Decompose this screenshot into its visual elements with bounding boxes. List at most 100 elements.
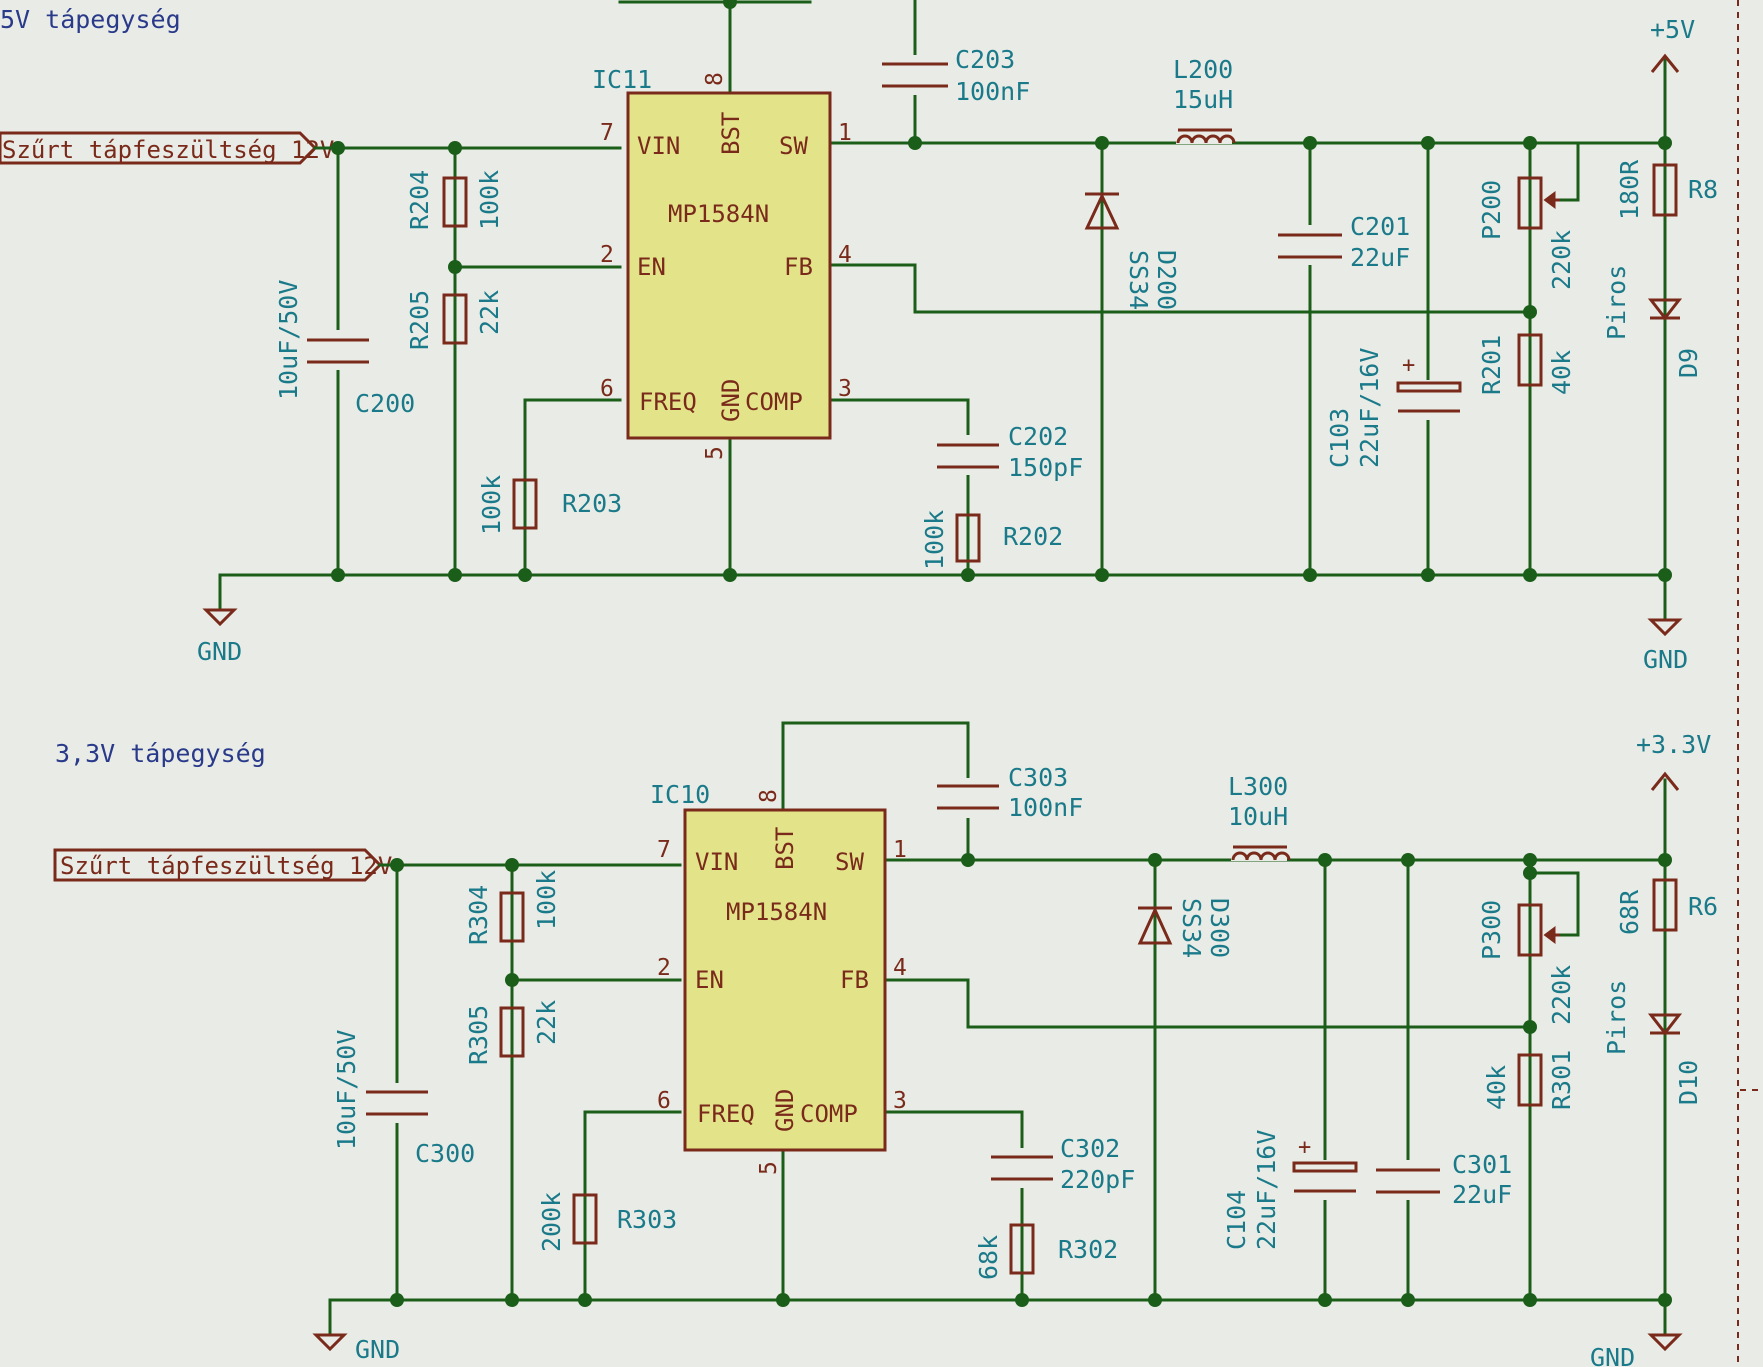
potentiometer-p200[interactable]: P200 220k bbox=[1477, 176, 1576, 290]
inductor-l300[interactable]: L300 10uH bbox=[1228, 772, 1291, 861]
svg-text:7: 7 bbox=[657, 837, 671, 863]
gnd-symbol-left[interactable]: GND bbox=[197, 608, 242, 666]
svg-text:22uF: 22uF bbox=[1350, 243, 1410, 272]
section-5v: 5V tápegység Szűrt_tápfeszültség_12V bbox=[0, 0, 1718, 674]
gnd-symbol-left[interactable]: GND bbox=[312, 1333, 400, 1364]
svg-text:220k: 220k bbox=[1547, 965, 1576, 1025]
svg-text:EN: EN bbox=[695, 966, 724, 994]
svg-text:GND: GND bbox=[771, 1089, 799, 1132]
svg-text:68R: 68R bbox=[1615, 889, 1644, 935]
svg-text:+5V: +5V bbox=[1650, 15, 1695, 44]
svg-text:4: 4 bbox=[893, 955, 907, 981]
power-symbol-3v3[interactable]: +3.3V bbox=[1636, 730, 1711, 791]
svg-text:8: 8 bbox=[702, 72, 728, 86]
svg-text:D9: D9 bbox=[1674, 348, 1703, 378]
svg-text:4: 4 bbox=[838, 242, 852, 268]
capacitor-c301[interactable]: C301 22uF bbox=[1374, 1150, 1512, 1209]
sheet-border bbox=[1737, 0, 1763, 1367]
svg-text:R204: R204 bbox=[405, 170, 434, 230]
svg-text:10uF/50V: 10uF/50V bbox=[274, 280, 303, 400]
svg-text:R203: R203 bbox=[562, 489, 622, 518]
svg-text:SW: SW bbox=[835, 848, 864, 876]
input-net-label[interactable]: Szűrt_tápfeszültség_12V bbox=[0, 131, 334, 165]
diode-d200[interactable]: SS34 D200 bbox=[1084, 192, 1181, 310]
resistor-r201[interactable]: R201 40k bbox=[1477, 333, 1576, 395]
svg-text:+3.3V: +3.3V bbox=[1636, 730, 1711, 759]
resistor-r304[interactable]: R304 100k bbox=[464, 870, 561, 945]
svg-text:8: 8 bbox=[756, 789, 782, 803]
svg-text:R201: R201 bbox=[1477, 335, 1506, 395]
svg-text:VIN: VIN bbox=[637, 132, 680, 160]
led-d9[interactable]: Piros D9 bbox=[1602, 265, 1703, 378]
svg-text:2: 2 bbox=[657, 955, 671, 981]
resistor-r203[interactable]: 100k R203 bbox=[477, 475, 622, 535]
svg-text:COMP: COMP bbox=[745, 388, 803, 416]
svg-text:3: 3 bbox=[893, 1088, 907, 1114]
potentiometer-p300[interactable]: P300 220k bbox=[1477, 900, 1576, 1025]
svg-text:GND: GND bbox=[717, 379, 745, 422]
ic-ref: IC11 bbox=[592, 65, 652, 94]
diode-d300[interactable]: SS34 D300 bbox=[1137, 898, 1234, 958]
resistor-r303[interactable]: 200k R303 bbox=[537, 1192, 677, 1252]
svg-text:+: + bbox=[1298, 1135, 1311, 1160]
svg-text:COMP: COMP bbox=[800, 1100, 858, 1128]
svg-text:EN: EN bbox=[637, 253, 666, 281]
capacitor-c201[interactable]: C201 22uF bbox=[1276, 212, 1410, 272]
resistor-r301[interactable]: 40k R301 bbox=[1482, 1050, 1576, 1110]
svg-text:C303: C303 bbox=[1008, 763, 1068, 792]
resistor-r6[interactable]: 68R R6 bbox=[1615, 878, 1718, 935]
svg-text:C201: C201 bbox=[1350, 212, 1410, 241]
ic-part: MP1584N bbox=[668, 200, 769, 228]
capacitor-c302[interactable]: C302 220pF bbox=[989, 1134, 1135, 1194]
svg-text:22uF/16V: 22uF/16V bbox=[1252, 1130, 1281, 1250]
gnd-symbol-right[interactable]: GND bbox=[1643, 618, 1688, 674]
svg-text:Szűrt_tápfeszültség_12V: Szűrt_tápfeszültség_12V bbox=[2, 136, 334, 164]
input-net-label[interactable]: Szűrt_tápfeszültség_12V bbox=[53, 848, 392, 882]
ic-mp1584n[interactable]: IC10 MP1584N VIN SW EN FB FREQ COMP BST … bbox=[650, 780, 907, 1175]
svg-text:R6: R6 bbox=[1688, 892, 1718, 921]
resistor-r302[interactable]: 68k R302 bbox=[974, 1223, 1118, 1280]
svg-text:220pF: 220pF bbox=[1060, 1165, 1135, 1194]
gnd-symbol-right[interactable]: GND bbox=[1590, 1333, 1683, 1367]
capacitor-c303[interactable]: C303 100nF bbox=[935, 763, 1083, 822]
svg-text:+: + bbox=[1402, 353, 1415, 378]
capacitor-c103[interactable]: + C103 22uF/16V bbox=[1325, 348, 1462, 468]
svg-text:150pF: 150pF bbox=[1008, 453, 1083, 482]
led-d10[interactable]: Piros D10 bbox=[1602, 980, 1703, 1105]
svg-text:GND: GND bbox=[197, 637, 242, 666]
svg-text:R305: R305 bbox=[464, 1005, 493, 1065]
resistor-r202[interactable]: 100k R202 bbox=[920, 510, 1063, 570]
svg-text:1: 1 bbox=[838, 120, 852, 146]
svg-text:100k: 100k bbox=[475, 170, 504, 230]
capacitor-c203[interactable]: C203 100nF bbox=[880, 45, 1030, 106]
section-title: 5V tápegység bbox=[0, 5, 181, 34]
svg-text:SS34: SS34 bbox=[1177, 898, 1206, 958]
svg-text:FREQ: FREQ bbox=[697, 1100, 755, 1128]
svg-text:1: 1 bbox=[893, 837, 907, 863]
resistor-r8[interactable]: 180R R8 bbox=[1615, 159, 1718, 220]
capacitor-c104[interactable]: + C104 22uF/16V bbox=[1222, 1130, 1358, 1250]
section-3v3: 3,3V tápegység Szűrt_tápfeszültség_12V bbox=[53, 721, 1718, 1367]
resistor-r305[interactable]: R305 22k bbox=[464, 1000, 561, 1065]
svg-text:P300: P300 bbox=[1477, 900, 1506, 960]
svg-text:100k: 100k bbox=[477, 475, 506, 535]
svg-text:D200: D200 bbox=[1152, 250, 1181, 310]
ic-mp1584n[interactable]: IC11 MP1584N VIN SW EN FB FREQ COMP BST … bbox=[592, 65, 852, 460]
svg-text:100nF: 100nF bbox=[955, 77, 1030, 106]
capacitor-c202[interactable]: C202 150pF bbox=[935, 422, 1083, 482]
capacitor-c300[interactable]: 10uF/50V C300 bbox=[332, 1030, 475, 1168]
svg-text:22k: 22k bbox=[532, 1000, 561, 1045]
svg-text:L200: L200 bbox=[1173, 55, 1233, 84]
inductor-l200[interactable]: L200 15uH bbox=[1173, 55, 1236, 144]
junctions bbox=[390, 853, 1672, 1307]
capacitor-c200[interactable]: 10uF/50V C200 bbox=[274, 280, 415, 418]
resistor-r204[interactable]: R204 100k bbox=[405, 170, 504, 230]
svg-text:C301: C301 bbox=[1452, 1150, 1512, 1179]
svg-text:10uH: 10uH bbox=[1228, 802, 1288, 831]
svg-text:R302: R302 bbox=[1058, 1235, 1118, 1264]
resistor-r205[interactable]: R205 22k bbox=[405, 290, 504, 350]
svg-text:GND: GND bbox=[1590, 1343, 1635, 1367]
svg-text:BST: BST bbox=[771, 827, 799, 870]
power-symbol-5v[interactable]: +5V bbox=[1650, 15, 1695, 73]
